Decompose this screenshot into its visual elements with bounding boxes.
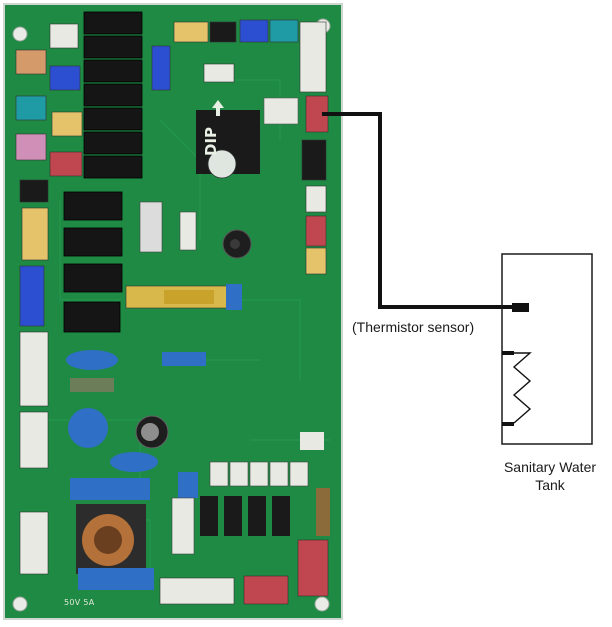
pcb-components bbox=[66, 97, 330, 590]
heater-terminal-top bbox=[502, 351, 514, 355]
relay-bank bbox=[63, 11, 143, 333]
top-connectors bbox=[151, 19, 327, 93]
tank-label: Sanitary Water Tank bbox=[488, 458, 612, 494]
voltage-silkscreen: 50V 5A bbox=[64, 598, 95, 607]
left-connectors bbox=[15, 23, 83, 575]
tank-label-line1: Sanitary Water bbox=[503, 459, 597, 475]
right-connectors bbox=[159, 95, 329, 605]
heater-terminal-bottom bbox=[502, 422, 514, 426]
thermistor-sensor bbox=[512, 303, 529, 312]
tank-label-line2: Tank bbox=[535, 477, 565, 493]
sanitary-water-tank bbox=[501, 253, 593, 445]
thermistor-wire bbox=[322, 112, 514, 309]
dip-marking: DIP bbox=[202, 100, 224, 156]
dip-arrow-icon bbox=[212, 100, 224, 116]
heater-coil-icon bbox=[512, 352, 532, 424]
dip-silkscreen: DIP bbox=[202, 127, 220, 156]
thermistor-sensor-label: (Thermistor sensor) bbox=[352, 319, 475, 335]
